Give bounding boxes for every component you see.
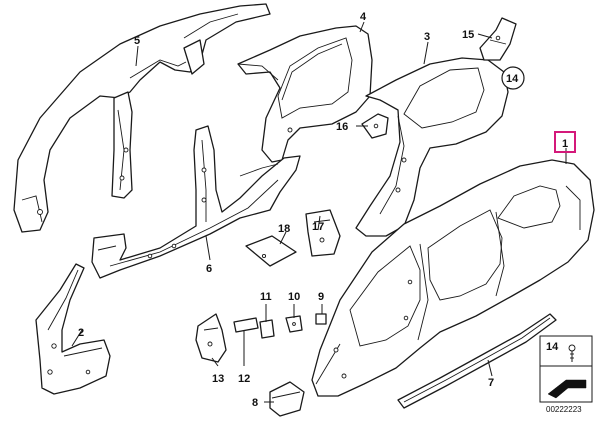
part-10-clip[interactable] xyxy=(285,315,303,333)
legend-number: 14 xyxy=(546,341,559,353)
part-16-small-bracket[interactable] xyxy=(361,113,389,139)
callout-17[interactable]: 17 xyxy=(312,221,324,233)
part-5-inner-side-frame[interactable] xyxy=(13,3,271,233)
callout-9[interactable]: 9 xyxy=(318,291,324,303)
part-15-bracket[interactable] xyxy=(479,17,517,61)
part-13-bracket-assembly[interactable] xyxy=(195,313,227,363)
part-6-pillar-sill-inner[interactable] xyxy=(91,125,301,279)
part-9-clip[interactable] xyxy=(315,313,327,325)
legend-box: 14 00222223 xyxy=(539,335,593,414)
part-4-rear-quarter-inner[interactable] xyxy=(237,25,373,163)
part-12-lever[interactable] xyxy=(233,317,259,333)
leader-lines xyxy=(71,21,567,403)
callout-14-circle xyxy=(501,66,525,90)
part-1-side-frame-outer[interactable] xyxy=(311,159,595,397)
part-8-block[interactable] xyxy=(269,381,305,417)
part-3-rear-quarter-outer[interactable] xyxy=(355,57,509,237)
callout-4[interactable]: 4 xyxy=(360,11,367,23)
part-11-clip[interactable] xyxy=(259,319,275,339)
callouts: 5 4 3 15 16 17 18 6 2 11 10 9 13 12 8 7 … xyxy=(78,11,576,409)
arrow-icon xyxy=(547,379,587,399)
callout-12[interactable]: 12 xyxy=(238,373,250,385)
callout-18[interactable]: 18 xyxy=(278,223,290,235)
callout-10[interactable]: 10 xyxy=(288,291,300,303)
callout-1-highlight xyxy=(554,131,576,153)
callout-16[interactable]: 16 xyxy=(336,121,348,133)
part-2-a-pillar-lower[interactable] xyxy=(35,263,111,395)
callout-6[interactable]: 6 xyxy=(206,263,212,275)
callout-3[interactable]: 3 xyxy=(424,31,430,43)
callout-1[interactable]: 1 xyxy=(562,138,568,150)
doc-number: 00222223 xyxy=(546,405,582,414)
callout-8[interactable]: 8 xyxy=(252,397,258,409)
callout-2[interactable]: 2 xyxy=(78,327,84,339)
callout-11[interactable]: 11 xyxy=(260,291,272,303)
callout-14[interactable]: 14 xyxy=(506,73,519,85)
callout-7[interactable]: 7 xyxy=(488,377,494,389)
part-7-rocker-strip[interactable] xyxy=(397,313,557,409)
part-18-pad[interactable] xyxy=(245,235,297,267)
screw-icon xyxy=(568,344,576,362)
callout-15[interactable]: 15 xyxy=(462,29,474,41)
part-17-mount-bracket[interactable] xyxy=(305,209,341,257)
callout-13[interactable]: 13 xyxy=(212,373,224,385)
callout-5[interactable]: 5 xyxy=(134,35,140,47)
